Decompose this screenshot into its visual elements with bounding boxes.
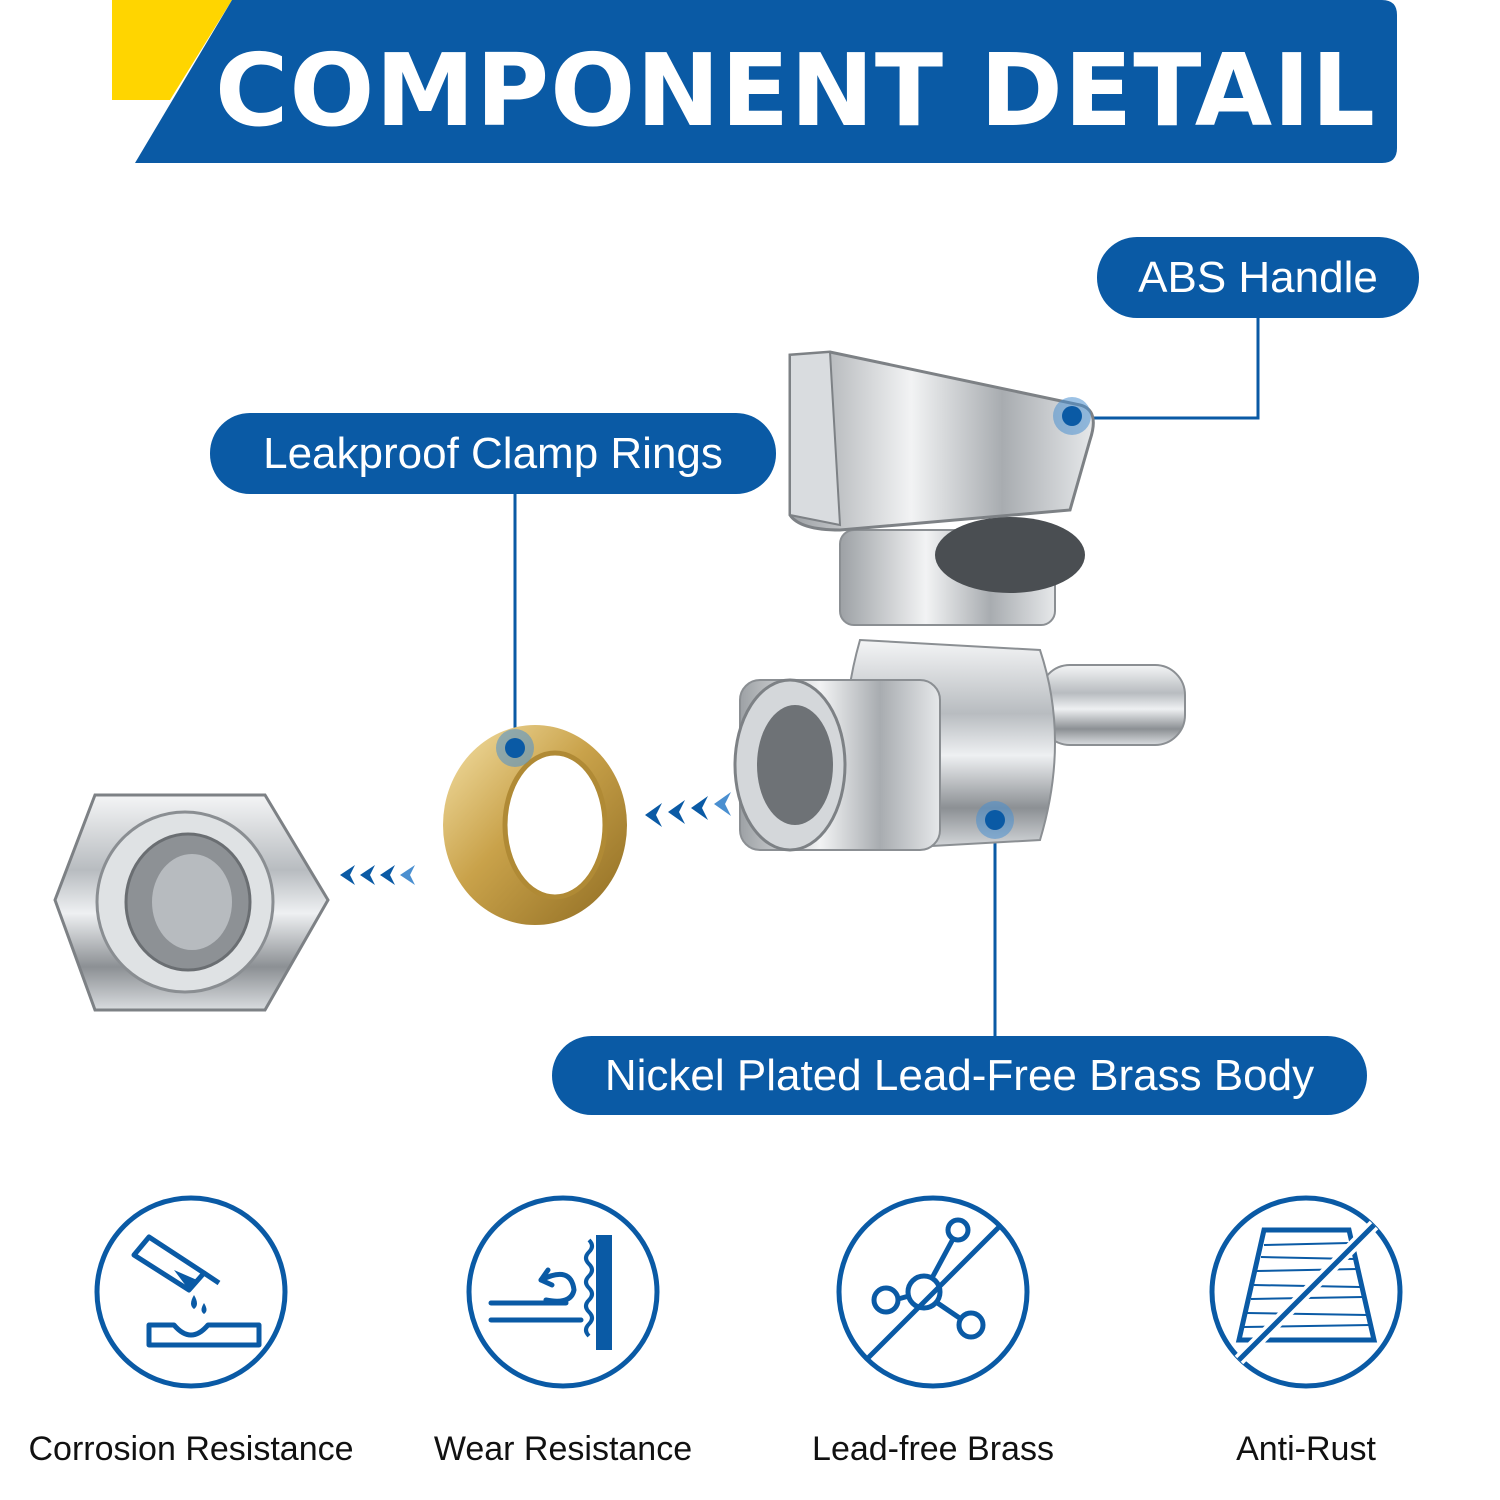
lead-free-brass-icon: [836, 1195, 1030, 1389]
anti-rust-icon: [1209, 1195, 1403, 1389]
ball-valve: [733, 350, 1186, 852]
arrow-group-center: [645, 792, 731, 827]
banner-yellow-accent: [112, 0, 232, 100]
banner-blue-shape: [135, 0, 1397, 163]
body-callout-dot: [976, 801, 1014, 839]
header-banner: [112, 0, 1397, 163]
page-title: COMPONENT DETAIL: [215, 31, 1377, 149]
arrow-group-left: [340, 865, 415, 885]
corrosion-resistance-icon: [94, 1195, 288, 1389]
clamp-callout-dot: [496, 729, 534, 767]
feature-label-anti-rust: Anti-Rust: [1236, 1430, 1376, 1468]
handle-callout-dot: [1053, 397, 1091, 435]
brass-clamp-ring: [443, 725, 627, 925]
product-illustration: [53, 318, 1260, 1036]
feature-label-lead-free: Lead-free Brass: [812, 1430, 1054, 1468]
callout-clamp-rings: Leakproof Clamp Rings: [210, 413, 776, 494]
wear-resistance-icon: [466, 1195, 660, 1389]
feature-label-wear: Wear Resistance: [433, 1430, 693, 1468]
feature-label-corrosion: Corrosion Resistance: [28, 1430, 354, 1468]
callout-brass-body: Nickel Plated Lead-Free Brass Body: [552, 1036, 1367, 1115]
hex-nut: [53, 793, 330, 1012]
handle-leader-line: [1072, 318, 1260, 420]
callout-abs-handle: ABS Handle: [1097, 237, 1419, 318]
